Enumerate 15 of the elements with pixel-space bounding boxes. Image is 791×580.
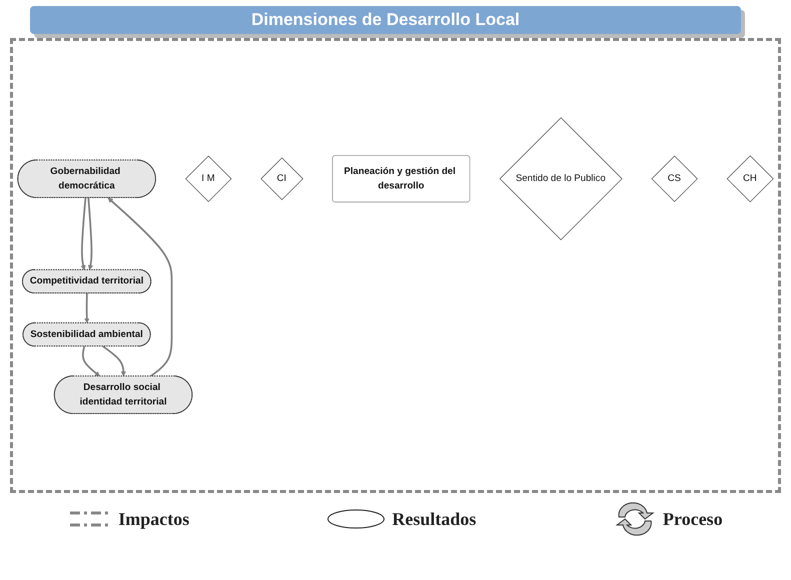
node-diamond: CS: [651, 155, 698, 202]
node-diamond: CH: [726, 155, 774, 202]
arrow: [82, 346, 100, 376]
arrow: [88, 198, 94, 270]
node-diamond: CI: [260, 157, 304, 200]
node-diamond: I M: [185, 155, 232, 202]
title-banner: Dimensiones de Desarrollo Local: [30, 6, 741, 34]
legend-label: Proceso: [662, 508, 723, 530]
legend-label: Resultados: [392, 508, 476, 530]
arrow: [80, 198, 86, 270]
arrow: [102, 345, 126, 376]
node-diamond: Sentido de lo Publico: [500, 117, 622, 240]
legend-label: Impactos: [118, 508, 190, 530]
arrow: [108, 197, 173, 377]
arrow: [84, 293, 90, 324]
